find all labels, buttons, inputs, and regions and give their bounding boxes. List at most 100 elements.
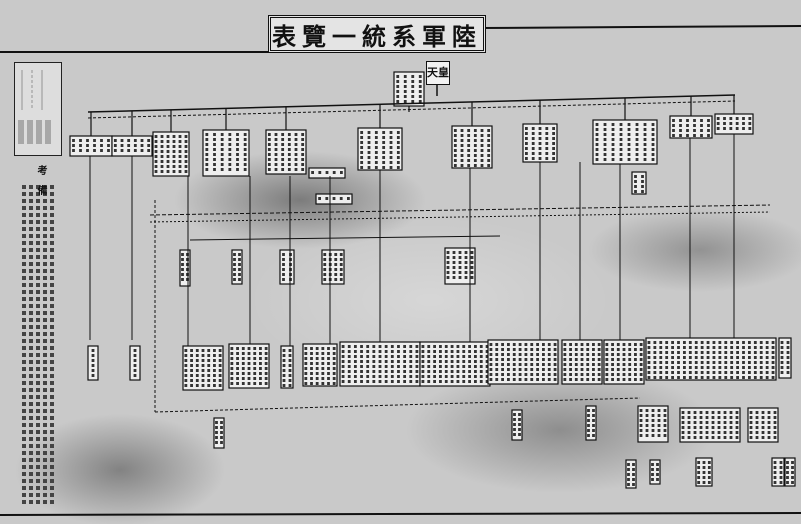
- notes-text-mark: [36, 416, 40, 420]
- notes-text-mark: [29, 500, 33, 504]
- notes-text-mark: [43, 304, 47, 308]
- notes-text-mark: [22, 283, 26, 287]
- notes-text-mark: [22, 297, 26, 301]
- org-box-tier3: [280, 345, 294, 389]
- notes-text-mark: [50, 290, 54, 294]
- org-box-tier2: [321, 249, 345, 285]
- notes-text-mark: [29, 255, 33, 259]
- notes-text-mark: [22, 395, 26, 399]
- notes-text-mark: [22, 213, 26, 217]
- notes-text-mark: [22, 339, 26, 343]
- notes-text-mark: [43, 360, 47, 364]
- notes-text-mark: [50, 339, 54, 343]
- notes-text-mark: [29, 346, 33, 350]
- notes-text-mark: [50, 318, 54, 322]
- notes-text-mark: [43, 290, 47, 294]
- notes-text-mark: [36, 353, 40, 357]
- chart-title: 表覽一統系軍陸: [268, 15, 486, 53]
- notes-text-mark: [36, 395, 40, 399]
- org-box-tier2: [279, 249, 295, 285]
- org-box-tier3: [228, 343, 270, 389]
- legend-box: [14, 62, 62, 156]
- notes-text-mark: [22, 360, 26, 364]
- notes-text-mark: [50, 332, 54, 336]
- notes-text-mark: [36, 192, 40, 196]
- notes-text-mark: [43, 206, 47, 210]
- notes-text-mark: [36, 402, 40, 406]
- notes-text-mark: [36, 493, 40, 497]
- notes-text-mark: [43, 458, 47, 462]
- org-box-tier1: [522, 123, 558, 163]
- org-box-tier2: [231, 249, 243, 285]
- notes-text-mark: [36, 318, 40, 322]
- notes-text-mark: [36, 276, 40, 280]
- notes-text-mark: [22, 269, 26, 273]
- notes-text-mark: [36, 199, 40, 203]
- org-box-leaf: [213, 417, 225, 449]
- notes-text-mark: [22, 192, 26, 196]
- notes-text-mark: [22, 437, 26, 441]
- org-box-tier3: [645, 337, 777, 381]
- notes-text-mark: [29, 185, 33, 189]
- notes-text-mark: [36, 458, 40, 462]
- notes-text-mark: [50, 388, 54, 392]
- notes-text-mark: [36, 241, 40, 245]
- org-box-tier3: [302, 343, 338, 387]
- notes-text-mark: [22, 234, 26, 238]
- notes-text-mark: [50, 276, 54, 280]
- org-box-leaf: [637, 405, 669, 443]
- notes-text-mark: [22, 423, 26, 427]
- notes-text-mark: [22, 185, 26, 189]
- notes-text-mark: [22, 199, 26, 203]
- notes-text-mark: [29, 465, 33, 469]
- notes-text-mark: [29, 234, 33, 238]
- notes-text-mark: [36, 248, 40, 252]
- notes-text-mark: [50, 430, 54, 434]
- org-box-leaf: [585, 405, 597, 441]
- org-box-leaf: [649, 459, 661, 485]
- notes-text-mark: [22, 220, 26, 224]
- org-box-tier1: [451, 125, 493, 169]
- notes-text-mark: [50, 255, 54, 259]
- notes-text-mark: [36, 185, 40, 189]
- notes-text-mark: [50, 213, 54, 217]
- notes-text-mark: [29, 374, 33, 378]
- notes-text-mark: [36, 486, 40, 490]
- notes-text-mark: [29, 283, 33, 287]
- notes-text-mark: [50, 248, 54, 252]
- notes-text-mark: [43, 220, 47, 224]
- notes-text-mark: [43, 325, 47, 329]
- notes-text-mark: [22, 416, 26, 420]
- notes-text-mark: [22, 472, 26, 476]
- notes-text-mark: [50, 262, 54, 266]
- org-box-tier3: [419, 341, 491, 387]
- notes-text-mark: [36, 367, 40, 371]
- notes-text-mark: [36, 206, 40, 210]
- notes-text-mark: [36, 332, 40, 336]
- notes-text-mark: [22, 430, 26, 434]
- notes-text-mark: [50, 444, 54, 448]
- notes-text-mark: [50, 423, 54, 427]
- notes-text-mark: [36, 430, 40, 434]
- header-rule-right: [479, 25, 801, 29]
- notes-text-mark: [50, 220, 54, 224]
- org-box-small: [631, 171, 647, 195]
- notes-text-mark: [43, 332, 47, 336]
- org-box-tier3: [603, 339, 645, 385]
- org-box-tier3: [778, 337, 792, 379]
- notes-text-mark: [29, 199, 33, 203]
- connector-line: [149, 211, 771, 223]
- notes-text-mark: [22, 500, 26, 504]
- org-label-small: [308, 167, 346, 179]
- notes-text-mark: [50, 185, 54, 189]
- notes-text-mark: [22, 304, 26, 308]
- notes-text-mark: [36, 304, 40, 308]
- notes-text-mark: [29, 241, 33, 245]
- notes-text-mark: [36, 423, 40, 427]
- notes-text-mark: [36, 311, 40, 315]
- notes-text-mark: [29, 297, 33, 301]
- bottom-bus: [154, 397, 641, 413]
- notes-text-mark: [43, 381, 47, 385]
- notes-heading: 考 備: [35, 165, 46, 195]
